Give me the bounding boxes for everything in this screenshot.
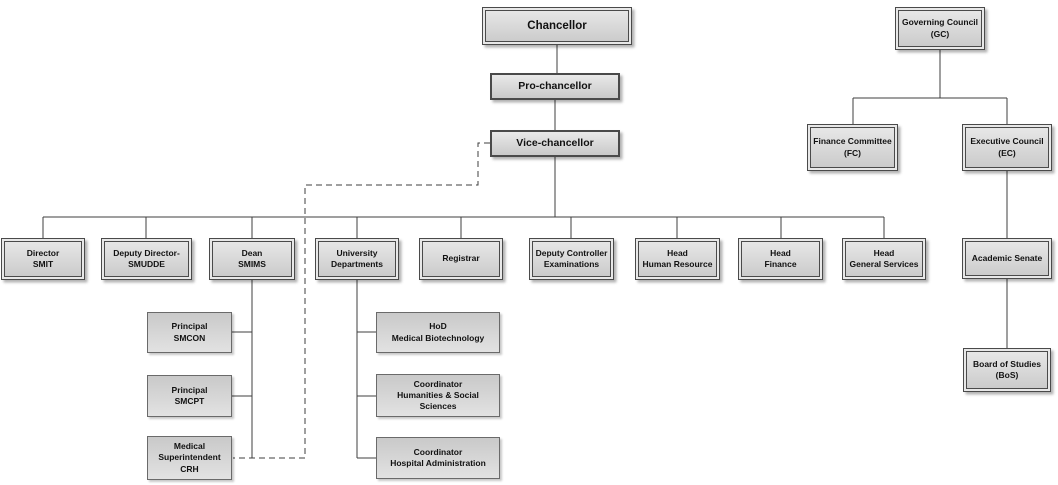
node-label: Director [26,247,60,258]
node-coordinator-humanities-social-sciences: Coordinator Humanities & Social Sciences [376,374,500,417]
node-label: Dean [241,247,263,258]
node-label: Medical Biotechnology [391,332,485,343]
node-director-smit: Director SMIT [1,238,85,280]
node-label: SMIT [32,259,54,269]
node-registrar: Registrar [419,238,503,280]
node-label: Pro-chancellor [518,79,592,92]
node-label: (FC) [844,147,861,158]
node-label: Humanities & Social [397,389,479,400]
node-label: Governing Council [901,17,979,28]
node-label: Principal [171,384,208,395]
node-label: Board of Studies [972,358,1041,369]
node-label: Chancellor [527,19,587,32]
node-chancellor: Chancellor [482,7,632,45]
node-label: Principal [171,321,208,332]
node-university-departments: University Departments [315,238,399,280]
node-label: Academic Senate [971,252,1043,263]
node-label: Head [770,247,791,258]
node-label: Medical [173,441,206,452]
node-label: Registrar [442,253,480,264]
node-label: Human Resource [642,259,713,269]
node-governing-council: Governing Council (GC) [895,7,985,50]
node-head-general-services: Head General Services [842,238,926,280]
node-head-finance: Head Finance [738,238,823,280]
node-label: Examinations [543,259,600,269]
node-label: Deputy Director- [113,247,180,258]
node-label: CRH [180,463,199,474]
node-medical-superintendent-crh: Medical Superintendent CRH [147,436,232,480]
node-label: General Services [849,259,919,269]
node-label: Head [667,247,688,258]
node-pro-chancellor: Pro-chancellor [490,73,620,100]
node-label: SMIMS [238,259,266,269]
node-label: Superintendent [158,452,221,463]
node-label: Finance Committee [813,136,892,147]
node-label: Vice-chancellor [516,136,594,149]
node-label: Coordinator [413,378,463,389]
node-label: SMUDDE [128,259,165,269]
node-label: Head [873,247,895,258]
node-label: Coordinator [413,446,463,457]
node-dean-smims: Dean SMIMS [209,238,295,280]
node-academic-senate: Academic Senate [962,238,1052,279]
node-label: Hospital Administration [390,458,486,468]
node-label: University [336,247,378,258]
node-label: (BoS) [995,370,1019,380]
node-label: HoD [429,321,447,332]
node-principal-smcpt: Principal SMCPT [147,375,232,417]
node-coordinator-hospital-administration: Coordinator Hospital Administration [376,437,500,479]
node-label: Departments [331,259,383,269]
node-label: Deputy Controller [535,247,608,258]
node-deputy-controller-examinations: Deputy Controller Examinations [529,238,614,280]
node-executive-council: Executive Council (EC) [962,124,1052,171]
node-principal-smcon: Principal SMCON [147,312,232,353]
node-label: (GC) [930,28,950,39]
node-head-human-resource: Head Human Resource [635,238,720,280]
node-label: Finance [764,259,797,269]
node-label: (EC) [998,147,1016,158]
node-hod-medical-biotechnology: HoD Medical Biotechnology [376,312,500,353]
node-vice-chancellor: Vice-chancellor [490,130,620,157]
node-board-of-studies: Board of Studies (BoS) [963,348,1051,392]
node-deputy-director-smudde: Deputy Director- SMUDDE [101,238,192,280]
node-label: SMCON [173,332,206,343]
node-label: Sciences [419,401,457,412]
node-finance-committee: Finance Committee (FC) [807,124,898,171]
node-label: SMCPT [174,396,205,406]
node-label: Executive Council [970,136,1044,147]
